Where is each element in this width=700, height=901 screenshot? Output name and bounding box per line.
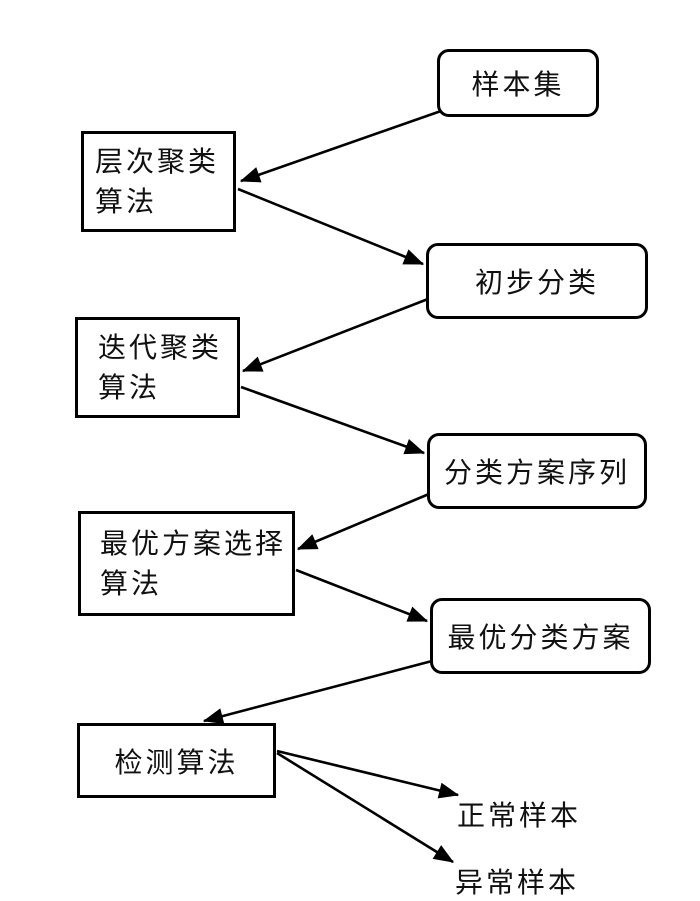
node-preliminary-classification-label: 初步分类 <box>474 266 599 299</box>
label-abnormal-samples: 异常样本 <box>455 866 580 899</box>
node-detection-algorithm-label: 检测算法 <box>114 745 239 779</box>
node-sample-set: 样本集 <box>437 49 599 117</box>
node-optimal-scheme-selection-line2: 算法 <box>100 566 163 600</box>
arrow-optimalselect-to-optimalscheme <box>295 568 429 623</box>
node-optimal-scheme-selection-line1: 最优方案选择 <box>100 526 287 560</box>
node-iterative-clustering-line1: 迭代聚类 <box>98 330 223 364</box>
node-classification-scheme-sequence: 分类方案序列 <box>427 433 647 509</box>
node-iterative-clustering-line2: 算法 <box>98 370 161 404</box>
arrow-hierclustering-to-prelimclass <box>237 187 425 266</box>
node-hierarchical-clustering-line1: 层次聚类 <box>95 144 220 178</box>
node-detection-algorithm: 检测算法 <box>77 723 276 798</box>
node-sample-set-label: 样本集 <box>471 68 565 101</box>
arrow-schemesequence-to-optimalselect <box>296 492 430 551</box>
node-preliminary-classification: 初步分类 <box>426 243 648 319</box>
arrow-iterclustering-to-schemesequence <box>240 385 426 455</box>
arrow-detection-to-normalsamples <box>276 749 460 799</box>
arrow-optimalscheme-to-detection <box>202 659 433 724</box>
node-hierarchical-clustering-line2: 算法 <box>95 184 158 218</box>
arrow-prelimclass-to-iterclustering <box>241 297 429 373</box>
label-normal-samples: 正常样本 <box>457 799 582 832</box>
node-optimal-scheme-selection-algorithm: 最优方案选择 算法 <box>78 511 295 616</box>
arrow-sampleset-to-hierclustering <box>239 109 442 183</box>
node-iterative-clustering-algorithm: 迭代聚类 算法 <box>75 317 240 418</box>
node-optimal-classification-scheme-label: 最优分类方案 <box>447 621 634 654</box>
arrow-detection-to-abnormalsamples <box>276 751 455 864</box>
node-optimal-classification-scheme: 最优分类方案 <box>430 598 651 674</box>
node-classification-scheme-sequence-label: 分类方案序列 <box>443 456 630 489</box>
node-hierarchical-clustering-algorithm: 层次聚类 算法 <box>81 131 236 232</box>
